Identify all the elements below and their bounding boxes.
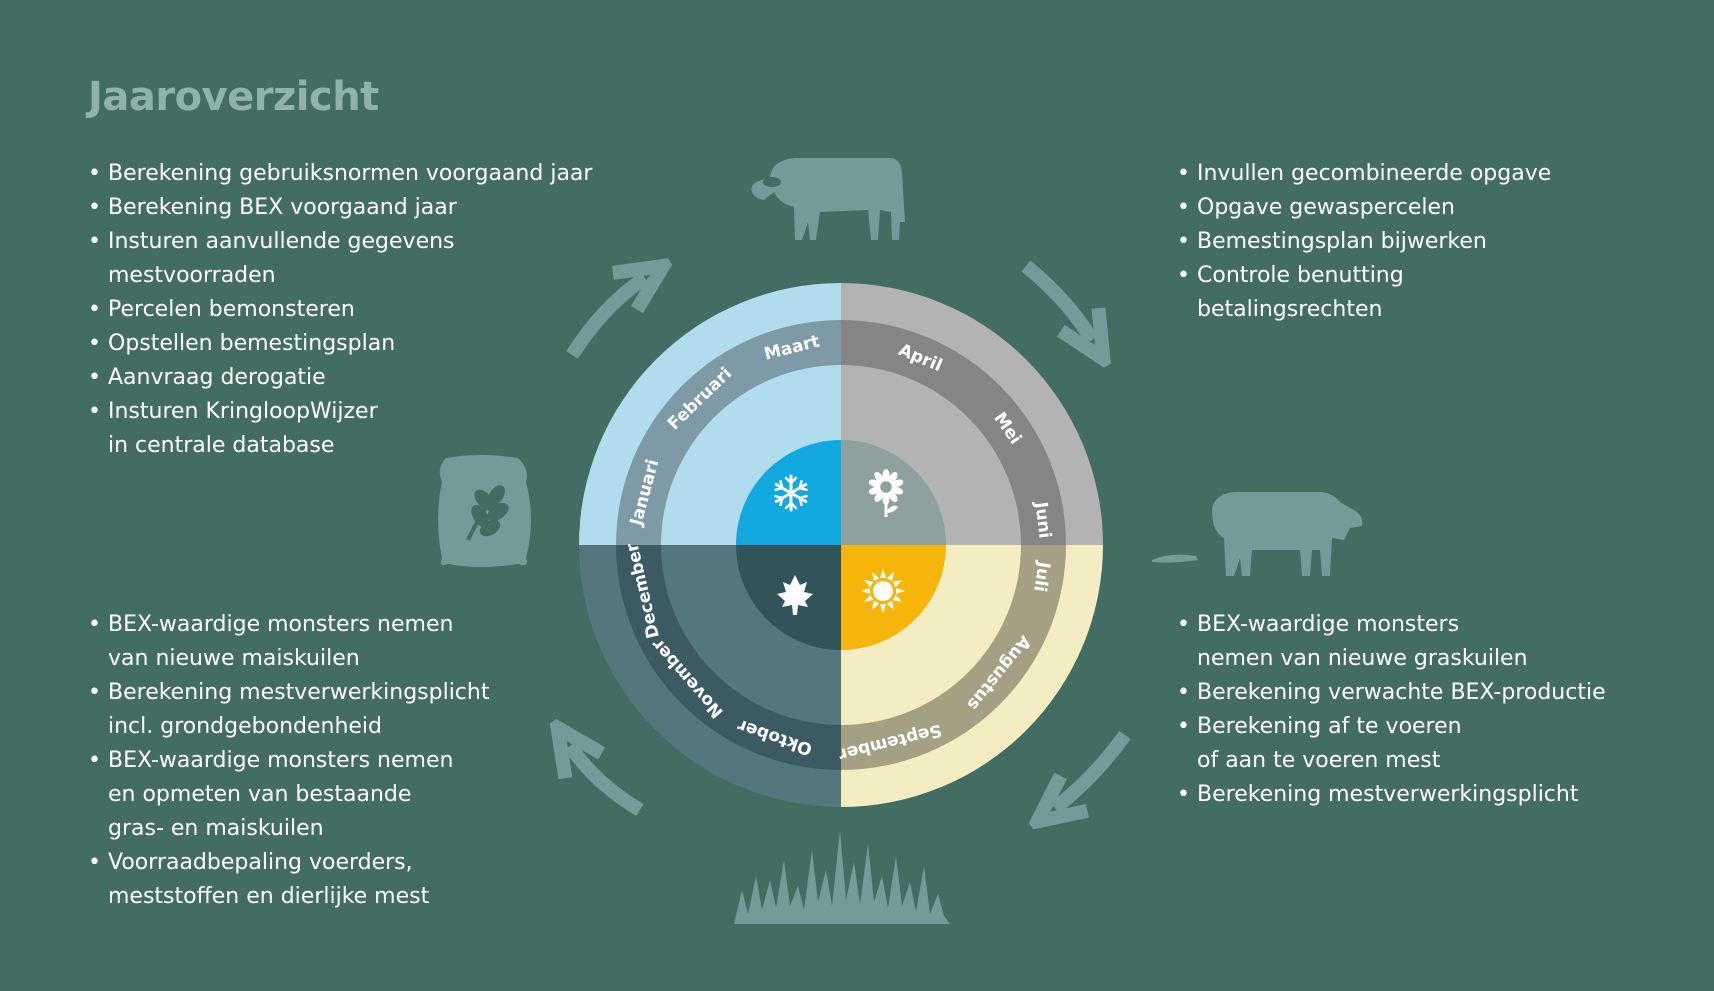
task-line: Berekening BEX voorgaand jaar [108,195,457,220]
task-item: Opstellen bemestingsplan [88,327,592,361]
task-list-bottom-right: BEX-waardige monsters nemen van nieuwe gr… [1177,608,1606,812]
task-line: Invullen gecombineerde opgave [1197,161,1552,186]
task-line: Controle benutting [1197,263,1404,288]
task-item: Opgave gewaspercelen [1177,191,1551,225]
task-list-top-left: Berekening gebruiksnormen voorgaand jaar… [88,157,592,463]
cow-icon [751,158,905,240]
task-line: van nieuwe maiskuilen [108,646,360,671]
month-label: Juli [1029,559,1054,593]
task-line: Berekening mestverwerkingsplicht [108,680,490,705]
month-label: Juni [1030,500,1054,540]
task-line: Voorraadbepaling voerders, [108,850,413,875]
task-line: of aan te voeren mest [1197,748,1441,773]
task-item: BEX-waardige monsters nemen van nieuwe gr… [1177,608,1606,676]
task-line: incl. grondgebondenheid [108,714,383,739]
task-item: BEX-waardige monsters nemen van nieuwe ma… [88,608,489,676]
task-line: Insturen aanvullende gegevens [108,229,455,254]
task-item: Berekening mestverwerkingsplicht incl. gr… [88,676,489,744]
task-line: betalingsrechten [1197,297,1383,322]
cycle-arrow-icon [566,278,645,359]
task-item: BEX-waardige monsters nemen en opmeten va… [88,744,489,846]
task-line: gras- en maiskuilen [108,816,324,841]
sun-icon [861,569,905,613]
task-line: Berekening mestverwerkingsplicht [1197,782,1579,807]
season-sector-core [841,545,946,650]
task-item: Insturen KringloopWijzer in centrale data… [88,395,592,463]
task-line: mestvoorraden [108,263,276,288]
task-list-bottom-left: BEX-waardige monsters nemen van nieuwe ma… [88,608,489,914]
cycle-arrow-icon [570,746,644,817]
task-item: Insturen aanvullende gegevens mestvoorrad… [88,225,592,293]
task-line: BEX-waardige monsters [1197,612,1460,637]
task-item: Percelen bemonsteren [88,293,592,327]
task-item: Invullen gecombineerde opgave [1177,157,1551,191]
task-line: Berekening gebruiksnormen voorgaand jaar [108,161,593,186]
task-item: Bemestingsplan bijwerken [1177,225,1551,259]
task-line: Bemestingsplan bijwerken [1197,229,1487,254]
sunflower-icon [868,469,904,517]
task-item: Berekening af te voeren of aan te voeren … [1177,710,1606,778]
task-item: Berekening BEX voorgaand jaar [88,191,592,225]
task-line: Aanvraag derogatie [108,365,326,390]
task-line: BEX-waardige monsters nemen [108,612,454,637]
task-item: Aanvraag derogatie [88,361,592,395]
grass-icon [734,830,950,924]
cow-icon [1152,492,1363,576]
task-line: Opgave gewaspercelen [1197,195,1455,220]
season-wheel [579,283,1103,807]
cycle-arrow-icon [1055,730,1131,808]
task-line: Insturen KringloopWijzer [108,399,378,424]
task-item: Berekening mestverwerkingsplicht [1177,778,1606,812]
cycle-arrow-icon [1021,260,1092,340]
task-line: Berekening af te voeren [1197,714,1462,739]
task-line: Berekening verwachte BEX-productie [1197,680,1606,705]
task-line: meststoffen en dierlijke mest [108,884,430,909]
task-line: Percelen bemonsteren [108,297,355,322]
task-item: Berekening verwachte BEX-productie [1177,676,1606,710]
task-line: en opmeten van bestaande [108,782,412,807]
snowflake-icon [774,474,808,512]
task-item: Controle benutting betalingsrechten [1177,259,1551,327]
seed-bag-icon [438,455,531,567]
task-line: nemen van nieuwe graskuilen [1197,646,1528,671]
task-line: in centrale database [108,433,335,458]
cycle-arrows [566,260,1131,817]
task-item: Berekening gebruiksnormen voorgaand jaar [88,157,592,191]
page-title: Jaaroverzicht [88,74,379,120]
task-item: Voorraadbepaling voerders, meststoffen en… [88,846,489,914]
task-line: BEX-waardige monsters nemen [108,748,454,773]
maple-leaf-icon [777,575,813,615]
task-list-top-right: Invullen gecombineerde opgaveOpgave gewa… [1177,157,1551,327]
task-line: Opstellen bemestingsplan [108,331,396,356]
